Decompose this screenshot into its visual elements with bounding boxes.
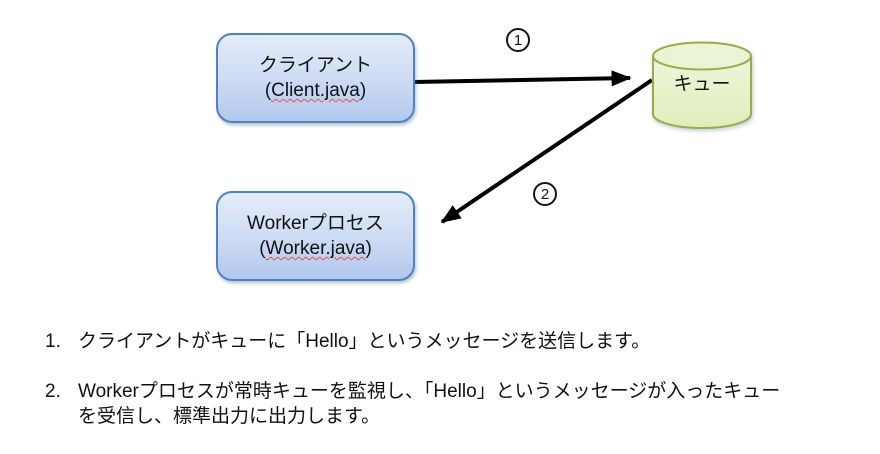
list-item-text: Workerプロセスが常時キューを監視し、「Hello」というメッセージが入った… — [78, 381, 781, 402]
list-item: 2. Workerプロセスが常時キューを監視し、「Hello」というメッセージが… — [45, 379, 855, 429]
step-badge-2: 2 — [533, 182, 557, 206]
list-item-number: 2. — [45, 381, 61, 402]
step-badge-1: 1 — [506, 28, 530, 52]
worker-file-name: Worker.java — [265, 238, 366, 259]
client-node-title: クライアント — [258, 55, 373, 76]
queue-cylinder — [650, 40, 754, 132]
client-node: クライアント (Client.java) — [216, 33, 415, 123]
list-item-text: を受信し、標準出力に出力します。 — [78, 406, 381, 427]
arrow-client-to-queue — [413, 70, 632, 87]
client-file-name: Client.java — [271, 80, 360, 101]
queue-label: キュー — [673, 74, 731, 95]
worker-node-file: (Worker.java) — [259, 238, 372, 259]
cylinder-icon — [652, 41, 752, 129]
worker-node: Workerプロセス (Worker.java) — [216, 191, 415, 281]
client-node-file: (Client.java) — [264, 80, 367, 101]
worker-node-title: Workerプロセス — [247, 213, 384, 234]
notes-list: 1. クライアントがキューに「Hello」というメッセージを送信します。 2. … — [45, 329, 855, 454]
list-item: 1. クライアントがキューに「Hello」というメッセージを送信します。 — [45, 329, 855, 354]
list-item-text: クライアントがキューに「Hello」というメッセージを送信します。 — [78, 331, 651, 352]
list-item-number: 1. — [45, 331, 61, 352]
